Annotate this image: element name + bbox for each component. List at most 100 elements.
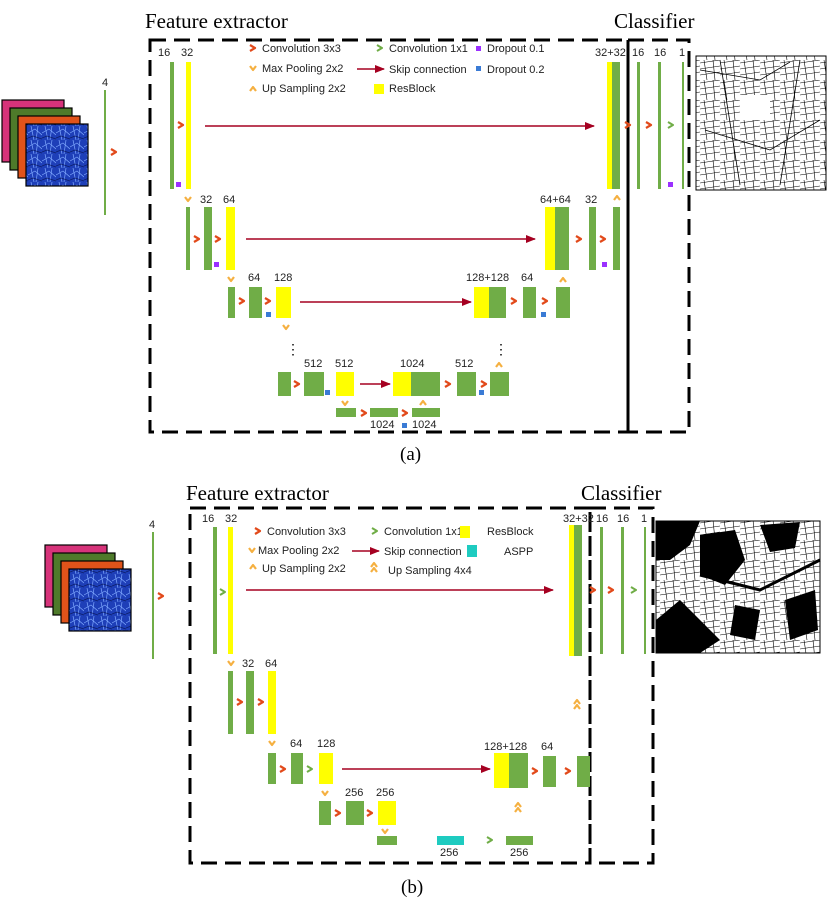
svg-text:Max Pooling 2x2: Max Pooling 2x2 <box>262 63 343 75</box>
b-dec3-concat <box>509 753 528 788</box>
svg-text:⋮: ⋮ <box>494 341 508 357</box>
b-dec3-conv-b <box>577 756 590 787</box>
label-input-b: 4 <box>149 519 155 531</box>
label-b3: 1024 <box>400 358 424 370</box>
b-enc3-conv-a <box>268 753 276 784</box>
svg-text:Up Sampling 4x4: Up Sampling 4x4 <box>388 565 472 577</box>
svg-text:Convolution 1x1: Convolution 1x1 <box>389 43 468 55</box>
label-b-d3: 128+128 <box>484 741 527 753</box>
label-d1: 32+32 <box>595 47 626 59</box>
b-enc2-conv-b <box>246 671 254 734</box>
dec3-conv-b <box>556 287 570 318</box>
label-e3a: 64 <box>248 272 260 284</box>
svg-text:ResBlock: ResBlock <box>389 83 436 95</box>
b-aspp-block <box>437 836 464 845</box>
svg-text:Max Pooling 2x2: Max Pooling 2x2 <box>258 545 339 557</box>
conv3-arrow <box>109 147 118 157</box>
b-enc3-resblock <box>319 753 333 784</box>
enc2-conv-a <box>186 207 190 270</box>
label-c3: 1 <box>679 47 685 59</box>
label-b-e4a: 256 <box>345 787 363 799</box>
label-d2b: 32 <box>585 194 597 206</box>
svg-text:Convolution 3x3: Convolution 3x3 <box>267 526 346 538</box>
dec4-concat <box>411 372 440 396</box>
label-b1: 1024 <box>370 419 394 431</box>
label-b-e1a: 16 <box>202 513 214 525</box>
dec2-conv-b <box>613 207 620 270</box>
b-dec3-resblock <box>494 753 509 788</box>
label-b-e4b: 256 <box>376 787 394 799</box>
output-boundary-map <box>695 55 827 191</box>
dec4-resblock <box>393 372 411 396</box>
label-e1b: 32 <box>181 47 193 59</box>
b-enc4-resblock <box>378 801 396 825</box>
enc2-conv-b <box>204 207 212 270</box>
caption-a: (a) <box>400 444 421 465</box>
label-b-e2a: 32 <box>242 658 254 670</box>
dec3-conv-a <box>523 287 536 318</box>
cls-conv-a <box>637 62 640 189</box>
label-b-e1b: 32 <box>225 513 237 525</box>
enc3-conv-b <box>249 287 262 318</box>
svg-text:Convolution 3x3: Convolution 3x3 <box>262 43 341 55</box>
title-feature-extractor-b: Feature extractor <box>186 481 329 505</box>
label-e1a: 16 <box>158 47 170 59</box>
dec4-conv-a <box>457 372 476 396</box>
dec3-resblock <box>474 287 489 318</box>
svg-text:Skip connection: Skip connection <box>384 546 462 558</box>
b-enc2-conv-a <box>228 671 233 734</box>
b-cls-output <box>644 527 646 654</box>
label-b-d1: 32+32 <box>563 513 594 525</box>
cls-conv-b <box>658 62 661 189</box>
svg-text:Dropout 0.1: Dropout 0.1 <box>487 43 544 55</box>
title-classifier-b: Classifier <box>581 481 661 505</box>
dec1-resblock <box>607 62 612 189</box>
svg-text:ASPP: ASPP <box>504 546 533 558</box>
panel-b: Feature extractor Classifier 4 Convoluti… <box>44 481 821 898</box>
b-enc2-resblock <box>268 671 276 734</box>
classifier-box-b <box>588 506 655 865</box>
input-layer-b <box>152 532 154 659</box>
svg-text:Up Sampling 2x2: Up Sampling 2x2 <box>262 563 346 575</box>
label-d4: 512 <box>455 358 473 370</box>
label-d3: 128+128 <box>466 272 509 284</box>
enc4-conv-b <box>304 372 324 396</box>
b-enc1-conv-a <box>213 527 217 654</box>
label-b-b2: 256 <box>510 847 528 859</box>
label-d3b: 64 <box>521 272 533 284</box>
caption-b: (b) <box>401 877 423 898</box>
enc1-conv-a <box>170 62 174 189</box>
output-segmentation-map <box>655 520 821 654</box>
b-enc4-conv-a <box>319 801 331 825</box>
enc3-conv-a <box>228 287 235 318</box>
b-cls-conv-a <box>600 527 603 654</box>
label-input: 4 <box>102 77 108 89</box>
label-b-c1: 16 <box>596 513 608 525</box>
b-enc4-conv-b <box>346 801 364 825</box>
input-layer <box>104 90 106 215</box>
label-e2a: 32 <box>200 194 212 206</box>
b-cls-conv-b <box>621 527 624 654</box>
svg-text:Up Sampling 2x2: Up Sampling 2x2 <box>262 83 346 95</box>
dec4-conv-b <box>490 372 509 396</box>
label-b-e3b: 128 <box>317 738 335 750</box>
label-b-c2: 16 <box>617 513 629 525</box>
b-dec3-conv-a <box>543 756 556 787</box>
title-classifier: Classifier <box>614 9 694 33</box>
label-b-c3: 1 <box>641 513 647 525</box>
enc1-resblock <box>186 62 191 189</box>
legend-b: Convolution 3x3 Max Pooling 2x2 Up Sampl… <box>247 526 534 577</box>
dec2-resblock <box>545 207 555 270</box>
dropout-01 <box>176 182 181 187</box>
bottleneck-conv-c <box>412 408 440 417</box>
title-feature-extractor: Feature extractor <box>145 9 288 33</box>
label-b-b1: 256 <box>440 847 458 859</box>
enc4-resblock <box>336 372 354 396</box>
legend-a: Convolution 3x3 Max Pooling 2x2 Up Sampl… <box>248 43 544 95</box>
label-e4a: 512 <box>304 358 322 370</box>
b-enc1-resblock <box>228 527 233 654</box>
enc2-resblock <box>226 207 235 270</box>
b-enc3-conv-b <box>291 753 303 784</box>
label-c2: 16 <box>654 47 666 59</box>
